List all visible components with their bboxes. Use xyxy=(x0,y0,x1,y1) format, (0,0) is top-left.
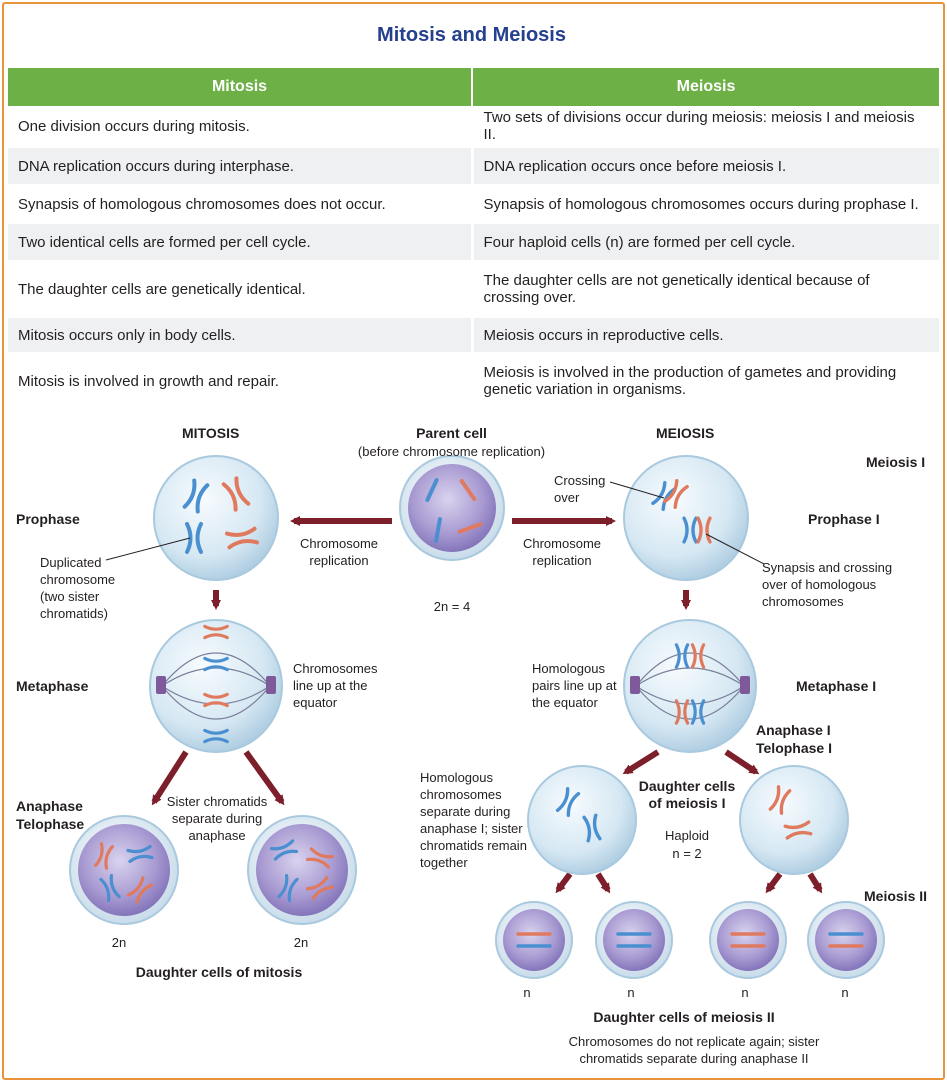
synapsis-pointer xyxy=(705,533,765,565)
arrow-meiosis-right xyxy=(724,749,760,775)
meiosis-daughter-ploidy-3: n xyxy=(741,985,749,1000)
mitosis-daughter-cell-left xyxy=(69,815,179,925)
table-cell-meiosis: DNA replication occurs once before meios… xyxy=(472,147,939,186)
arrow-m2-2 xyxy=(595,872,611,894)
meiosis-2-note: Chromosomes do not replicate again; sist… xyxy=(568,1034,820,1066)
mitosis-daughter-ploidy-left: 2n xyxy=(111,935,127,950)
arrow-anaphase-left xyxy=(151,750,189,806)
mitosis-daughter-cell-right xyxy=(247,815,357,925)
duplicated-chromosome-pointer xyxy=(105,537,191,561)
meiosis-daughter-ploidy-1: n xyxy=(523,985,531,1000)
table-row: One division occurs during mitosis. Two … xyxy=(8,106,939,148)
table-row: Synapsis of homologous chromosomes does … xyxy=(8,185,939,224)
meiosis-2-daughter-cell-4 xyxy=(807,901,885,979)
synapsis-label: Synapsis and crossing over of homologous… xyxy=(762,560,893,609)
meiosis-2-daughter-cell-1 xyxy=(495,901,573,979)
parent-cell-note: (before chromosome replication) xyxy=(357,444,546,459)
sister-chromatids-separate-label: Sister chromatids separate during anapha… xyxy=(166,794,268,843)
column-header-mitosis: Mitosis xyxy=(8,68,473,106)
table-cell-mitosis: Synapsis of homologous chromosomes does … xyxy=(8,185,474,224)
mitosis-daughter-ploidy-right: 2n xyxy=(293,935,309,950)
meiosis-daughter-ploidy-4: n xyxy=(841,985,849,1000)
table-cell-meiosis: Meiosis is involved in the production of… xyxy=(472,353,939,410)
diagram-graphics xyxy=(69,455,885,979)
table-cell-meiosis: Two sets of divisions occur during meios… xyxy=(472,106,939,148)
table-cell-mitosis: The daughter cells are genetically ident… xyxy=(8,261,474,318)
homologous-separate-label: Homologous chromosomes separate during a… xyxy=(420,770,527,870)
prophase-1-label: Prophase I xyxy=(808,511,880,527)
telophase-label: Telophase xyxy=(16,816,85,832)
table-cell-mitosis: Two identical cells are formed per cell … xyxy=(8,223,474,262)
table-row: Mitosis is involved in growth and repair… xyxy=(8,353,939,410)
meiosis-metaphase-1-cell xyxy=(623,619,757,753)
arrow-m2-4 xyxy=(807,872,823,894)
parent-ploidy: 2n = 4 xyxy=(433,599,471,614)
meiosis-prophase-1-cell xyxy=(623,455,749,581)
table-row: The daughter cells are genetically ident… xyxy=(8,261,939,318)
homologous-pairs-line-up-label: Homologous pairs line up at the equator xyxy=(532,661,617,710)
metaphase-label: Metaphase xyxy=(16,678,89,694)
mitosis-prophase-cell xyxy=(153,455,279,581)
arrow-m2-3 xyxy=(765,872,783,894)
haploid-n-label: n = 2 xyxy=(672,846,702,861)
daughter-cells-mitosis-label: Daughter cells of mitosis xyxy=(135,964,303,980)
mitosis-metaphase-cell xyxy=(149,619,283,753)
meiosis-1-daughter-cell-left xyxy=(527,765,637,875)
meiosis-2-daughter-cell-3 xyxy=(709,901,787,979)
parent-cell xyxy=(399,455,505,561)
daughter-cells-meiosis-1-label: Daughter cells of meiosis I xyxy=(638,778,736,811)
meiosis-heading: MEIOSIS xyxy=(656,425,715,441)
crossing-over-label: Crossing over xyxy=(554,473,606,505)
daughter-cells-meiosis-2-label: Daughter cells of meiosis II xyxy=(593,1009,775,1025)
prophase-label: Prophase xyxy=(16,511,80,527)
metaphase-1-label: Metaphase I xyxy=(796,678,877,694)
arrows xyxy=(151,516,823,894)
anaphase-label: Anaphase xyxy=(16,798,83,814)
table-row: Mitosis occurs only in body cells. Meios… xyxy=(8,317,939,354)
table-cell-meiosis: Four haploid cells (n) are formed per ce… xyxy=(472,223,939,262)
haploid-label: Haploid xyxy=(664,828,710,843)
table-row: Two identical cells are formed per cell … xyxy=(8,223,939,262)
duplicated-chromosome-label: Duplicated chromosome (two sister chroma… xyxy=(40,555,116,621)
table-row: DNA replication occurs during interphase… xyxy=(8,147,939,186)
meiosis-2-label: Meiosis II xyxy=(864,888,928,904)
column-header-meiosis: Meiosis xyxy=(472,68,939,106)
table-cell-mitosis: Mitosis occurs only in body cells. xyxy=(8,317,474,354)
meiosis-1-label: Meiosis I xyxy=(866,454,926,470)
chromosome-replication-right: Chromosome replication xyxy=(522,536,602,568)
meiosis-2-daughter-cell-2 xyxy=(595,901,673,979)
telophase-1-label: Telophase I xyxy=(756,740,832,756)
chromosomes-line-up-label: Chromosomes line up at the equator xyxy=(293,661,378,710)
meiosis-daughter-ploidy-2: n xyxy=(627,985,635,1000)
comparison-table: Mitosis Meiosis One division occurs duri… xyxy=(8,68,939,410)
meiosis-1-daughter-cell-right xyxy=(739,765,849,875)
table-cell-meiosis: Synapsis of homologous chromosomes occur… xyxy=(472,185,939,224)
table-cell-mitosis: DNA replication occurs during interphase… xyxy=(8,147,474,186)
table-header-row: Mitosis Meiosis xyxy=(8,68,939,106)
cell-division-diagram: MITOSIS MEIOSIS Parent cell (before chro… xyxy=(4,410,939,1074)
parent-cell-label: Parent cell xyxy=(416,425,487,441)
arrow-anaphase-right xyxy=(243,750,285,806)
anaphase-1-label: Anaphase I xyxy=(756,722,831,738)
arrow-meiosis-left xyxy=(622,749,660,775)
mitosis-heading: MITOSIS xyxy=(182,425,240,441)
chromosome-replication-left: Chromosome replication xyxy=(299,536,379,568)
table-cell-meiosis: The daughter cells are not genetically i… xyxy=(472,261,939,318)
table-cell-mitosis: Mitosis is involved in growth and repair… xyxy=(8,353,474,410)
table-cell-mitosis: One division occurs during mitosis. xyxy=(8,106,474,148)
table-cell-meiosis: Meiosis occurs in reproductive cells. xyxy=(472,317,939,354)
page-title: Mitosis and Meiosis xyxy=(377,23,566,46)
crossing-over-pointer xyxy=(609,481,665,499)
arrow-m2-1 xyxy=(555,872,573,894)
